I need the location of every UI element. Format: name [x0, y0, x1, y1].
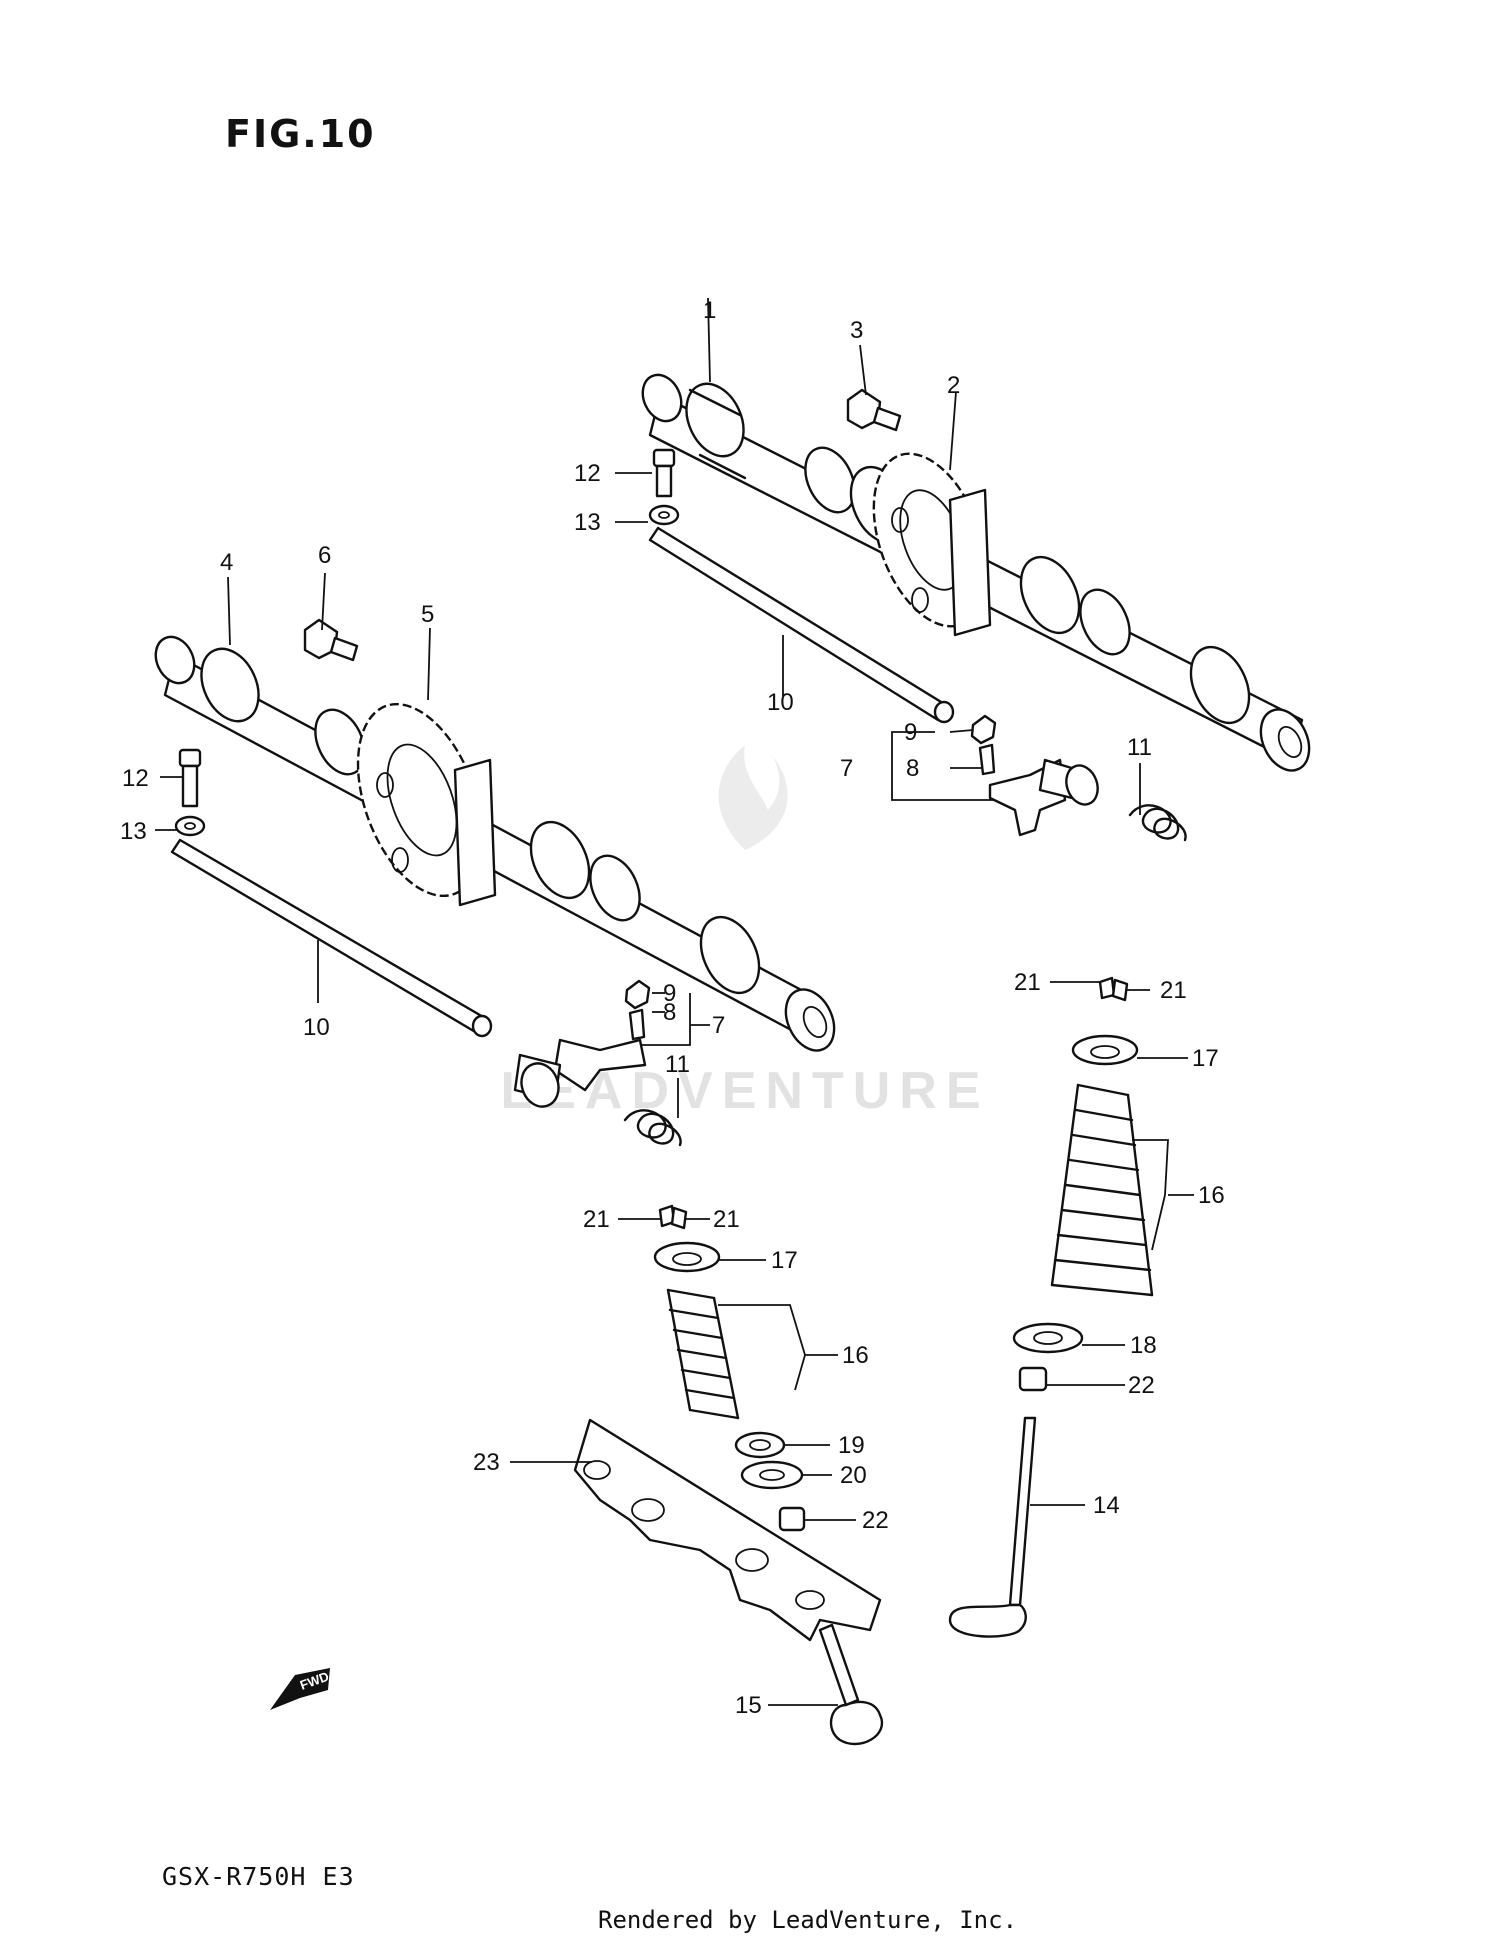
callout-15: 15	[735, 1692, 762, 1719]
right-cotters[interactable]	[1098, 976, 1129, 1002]
callout-10-lower: 10	[303, 1014, 330, 1041]
lower-adjuster-nut[interactable]	[624, 979, 651, 1010]
right-stem-seal[interactable]	[1018, 1366, 1048, 1392]
right-retainer[interactable]	[1071, 1034, 1139, 1066]
leader-lines	[155, 297, 1194, 1706]
lower-camshaft[interactable]	[149, 631, 844, 1059]
lower-sprocket[interactable]	[334, 687, 506, 913]
callout-8-upper: 8	[906, 755, 919, 782]
upper-spring[interactable]	[1128, 804, 1187, 842]
left-stem-seal[interactable]	[778, 1506, 806, 1532]
right-seat[interactable]	[1012, 1322, 1084, 1354]
valve-plate[interactable]	[573, 1418, 882, 1642]
callout-10-upper: 10	[767, 689, 794, 716]
callout-3: 3	[850, 317, 863, 344]
left-seat-20[interactable]	[740, 1460, 804, 1490]
callout-22-right: 22	[1128, 1372, 1155, 1399]
callout-23: 23	[473, 1449, 500, 1476]
callout-2: 2	[947, 372, 960, 399]
left-retainer[interactable]	[653, 1241, 721, 1273]
callout-13-upper: 13	[574, 509, 601, 536]
callout-22-left: 22	[862, 1507, 889, 1534]
left-valve-spring[interactable]	[666, 1288, 740, 1420]
callout-8-lower: 8	[663, 999, 676, 1026]
upper-rocker-shaft[interactable]	[648, 526, 955, 724]
callout-9-lower: 9	[663, 980, 676, 1007]
callout-1: 1	[703, 297, 716, 324]
model-code: GSX-R750H E3	[162, 1862, 355, 1891]
callout-4: 4	[220, 549, 233, 576]
lower-adjuster-screw[interactable]	[628, 1008, 646, 1041]
callout-20: 20	[840, 1462, 867, 1489]
lower-washer[interactable]	[174, 815, 206, 837]
callout-18-right: 18	[1130, 1332, 1157, 1359]
callout-21b-left: 21	[713, 1206, 740, 1233]
callout-16-right: 16	[1198, 1182, 1225, 1209]
callout-11-upper: 11	[1127, 734, 1152, 761]
callout-labels: 1 2 3 4 5 6 12 13 10 9 8 7 11 12 13 10 9…	[120, 297, 1225, 1719]
callout-11-lower: 11	[665, 1051, 690, 1078]
exhaust-valve[interactable]	[948, 1416, 1037, 1638]
callout-14: 14	[1093, 1492, 1120, 1519]
callout-17-left: 17	[771, 1247, 798, 1274]
left-seat-19[interactable]	[734, 1431, 786, 1459]
callout-9-upper: 9	[904, 719, 917, 746]
lower-rocker-arm[interactable]	[513, 1038, 647, 1112]
callout-12-upper: 12	[574, 460, 601, 487]
callout-5: 5	[421, 601, 434, 628]
callout-7-upper: 7	[840, 755, 853, 782]
right-valve-spring[interactable]	[1050, 1083, 1154, 1297]
lower-sprocket-bolt[interactable]	[303, 618, 359, 662]
lower-spring[interactable]	[623, 1109, 682, 1147]
callout-16-left: 16	[842, 1342, 869, 1369]
upper-shaft-bolt[interactable]	[652, 448, 676, 498]
callout-13-lower: 13	[120, 818, 147, 845]
callout-6: 6	[318, 542, 331, 569]
callout-12-lower: 12	[122, 765, 149, 792]
upper-adjuster-nut[interactable]	[970, 714, 997, 745]
intake-valve[interactable]	[818, 1623, 884, 1746]
left-cotters[interactable]	[658, 1204, 688, 1230]
callout-19: 19	[838, 1432, 865, 1459]
callout-21a-left: 21	[583, 1206, 610, 1233]
callout-21b-right: 21	[1160, 977, 1187, 1004]
upper-rocker-arm[interactable]	[988, 758, 1103, 837]
render-credit: Rendered by LeadVenture, Inc.	[598, 1906, 1018, 1934]
upper-washer[interactable]	[648, 504, 680, 526]
callout-21a-right: 21	[1014, 969, 1041, 996]
lower-rocker-shaft[interactable]	[170, 838, 493, 1038]
figure-title: FIG.10	[225, 112, 376, 156]
callout-17-right: 17	[1192, 1045, 1219, 1072]
callout-7-lower: 7	[712, 1012, 725, 1039]
watermark: LEADVENTURE	[500, 745, 981, 1120]
forward-arrow-icon: FWD	[270, 1668, 331, 1710]
lower-shaft-bolt[interactable]	[178, 748, 202, 808]
upper-sprocket-bolt[interactable]	[846, 388, 902, 432]
upper-sprocket[interactable]	[852, 438, 1008, 641]
upper-adjuster-screw[interactable]	[978, 743, 996, 776]
